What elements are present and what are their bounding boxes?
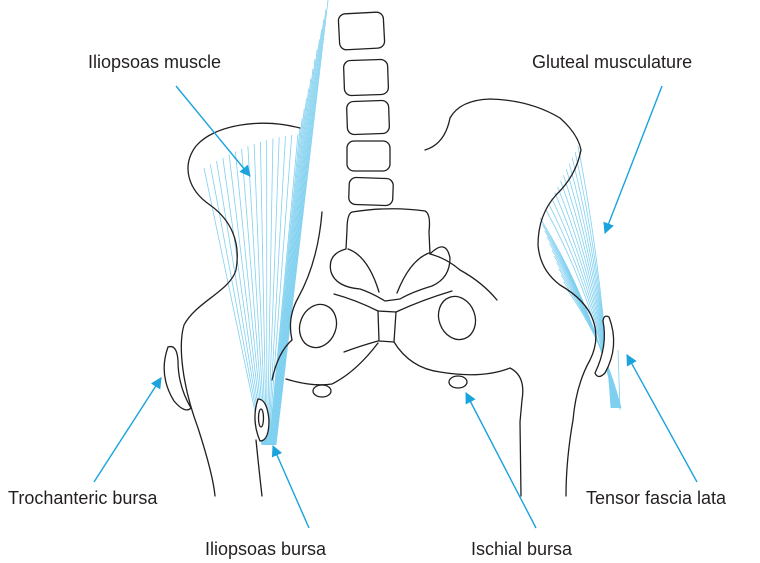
iliopsoas-fiber — [276, 10, 326, 445]
label-trochanteric-bursa: Trochanteric bursa — [8, 488, 158, 508]
tensor-fascia-bursa-shape — [595, 316, 614, 376]
left-ischial-tuberosity — [313, 385, 331, 397]
gluteal-musculature-arrow — [605, 86, 662, 233]
label-iliopsoas-muscle: Iliopsoas muscle — [88, 52, 221, 72]
trochanteric-bursa-shape — [164, 347, 191, 410]
gluteal-muscle-fibers — [540, 146, 621, 408]
pubic-symphysis — [378, 311, 396, 342]
label-gluteal-musculature: Gluteal musculature — [532, 52, 692, 72]
iliopsoas-fiber — [276, 0, 328, 445]
lumbar-spine — [338, 12, 393, 206]
vertebra-4 — [347, 141, 390, 171]
iliopsoas-muscle-arrow — [176, 86, 250, 176]
tensor-fascia-lata-arrow — [627, 355, 697, 482]
label-ischial-bursa: Ischial bursa — [471, 539, 573, 559]
iliopsoas-fiber — [270, 128, 300, 445]
iliopsoas-fiber — [271, 108, 305, 445]
iliopsoas-fiber — [274, 49, 318, 445]
iliopsoas-fiber — [272, 89, 309, 445]
iliopsoas-fiber — [275, 20, 324, 445]
iliopsoas-fiber — [272, 79, 311, 445]
iliopsoas-muscle-fibers — [204, 0, 328, 445]
right-obturator-foramen — [433, 291, 482, 345]
label-tensor-fascia-lata: Tensor fascia lata — [586, 488, 727, 508]
iliopsoas-bursa-arrow — [273, 446, 309, 528]
iliopsoas-fiber — [210, 164, 262, 445]
iliopsoas-fiber — [270, 118, 302, 445]
label-arrows — [94, 86, 697, 528]
vertebra-5 — [349, 177, 394, 206]
trochanteric-bursa-arrow — [94, 378, 161, 482]
left-hip-and-femur — [181, 123, 378, 496]
iliopsoas-fiber — [217, 161, 263, 445]
vertebra-3 — [346, 100, 389, 134]
iliopsoas-fiber — [271, 98, 306, 445]
ischial-bursa-shape — [449, 376, 467, 388]
right-hip-and-femur — [394, 99, 596, 496]
vertebra-2 — [343, 59, 388, 96]
vertebra-1 — [338, 12, 385, 50]
iliopsoas-fiber — [204, 168, 262, 445]
label-iliopsoas-bursa: Iliopsoas bursa — [205, 539, 327, 559]
left-obturator-foramen — [294, 299, 343, 353]
ischial-bursa-arrow — [466, 393, 536, 528]
